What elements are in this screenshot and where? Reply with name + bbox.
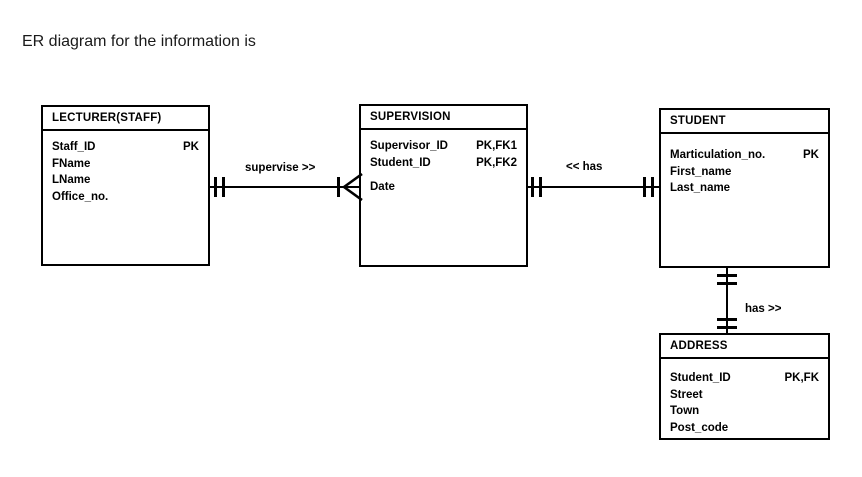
attribute-name: Supervisor_ID [370,140,448,152]
cardinality-one-mandatory-icon [717,282,737,285]
entity-lecturer-title: LECTURER(STAFF) [52,112,162,124]
attribute-name: Date [370,181,395,193]
cardinality-one-mandatory-icon [222,177,225,197]
relationship-has-student-label: << has [566,161,603,173]
attribute-name: First_name [670,165,732,178]
attribute-row: Student_ID PK,FK [670,370,819,387]
entity-supervision-attributes: Supervisor_ID PK,FK1 Student_ID PK,FK2 D… [361,130,526,196]
relationship-has-student-line [528,186,661,188]
attribute-name: Staff_ID [52,141,96,153]
attribute-name: Street [670,388,703,401]
attribute-key: PK [803,149,819,161]
entity-student[interactable]: STUDENT Marticulation_no. PK First_name … [659,108,830,268]
attribute-name: Post_code [670,421,729,434]
attribute-key: PK,FK [784,372,820,384]
entity-lecturer[interactable]: LECTURER(STAFF) Staff_ID PK FName LName … [41,105,210,266]
attribute-key: PK,FK2 [476,156,517,169]
attribute-row: First_name [670,164,819,181]
cardinality-one-mandatory-icon [214,177,217,197]
attribute-name: Student_ID [670,372,731,384]
cardinality-one-mandatory-icon [651,177,654,197]
entity-address-header: ADDRESS [661,335,828,359]
attribute-key: PK,FK1 [476,140,517,152]
entity-lecturer-header: LECTURER(STAFF) [43,107,208,131]
cardinality-one-mandatory-icon [717,274,737,277]
relationship-supervise-label: supervise >> [245,162,316,174]
attribute-row: LName [52,172,199,189]
attribute-key: PK [183,141,199,153]
attribute-row: Marticulation_no. PK [670,147,819,164]
attribute-row: Supervisor_ID PK,FK1 [370,138,517,155]
entity-student-title: STUDENT [670,115,726,127]
cardinality-one-icon [337,177,340,197]
attribute-row: Staff_ID PK [52,139,199,156]
attribute-name: Office_no. [52,190,109,203]
attribute-row: Town [670,403,819,420]
cardinality-one-mandatory-icon [643,177,646,197]
cardinality-one-mandatory-icon [717,326,737,329]
entity-address-title: ADDRESS [670,340,728,352]
attribute-row: Street [670,387,819,404]
attribute-row: Office_no. [52,189,199,206]
relationship-has-address-line [726,268,728,334]
cardinality-many-crowfoot-icon [342,173,363,201]
entity-address-attributes: Student_ID PK,FK Street Town Post_code [661,359,828,436]
entity-student-header: STUDENT [661,110,828,134]
relationship-supervise-line [210,186,360,188]
attribute-name: Last_name [670,182,731,194]
entity-lecturer-attributes: Staff_ID PK FName LName Office_no. [43,131,208,205]
attribute-name: FName [52,157,91,170]
entity-supervision[interactable]: SUPERVISION Supervisor_ID PK,FK1 Student… [359,104,528,267]
attribute-row-spacer [370,171,517,179]
attribute-row: Last_name [670,180,819,197]
attribute-name: Town [670,405,700,417]
attribute-row: FName [52,156,199,173]
attribute-name: Student_ID [370,156,431,169]
attribute-name: Marticulation_no. [670,149,766,161]
attribute-row: Post_code [670,420,819,437]
cardinality-one-mandatory-icon [531,177,534,197]
entity-address[interactable]: ADDRESS Student_ID PK,FK Street Town Pos… [659,333,830,440]
attribute-row: Student_ID PK,FK2 [370,155,517,172]
cardinality-one-mandatory-icon [539,177,542,197]
cardinality-one-mandatory-icon [717,318,737,321]
entity-student-attributes: Marticulation_no. PK First_name Last_nam… [661,134,828,197]
attribute-row: Date [370,179,517,196]
entity-supervision-header: SUPERVISION [361,106,526,130]
entity-supervision-title: SUPERVISION [370,111,451,123]
attribute-name: LName [52,174,91,186]
relationship-has-address-label: has >> [745,303,782,315]
page-title: ER diagram for the information is [22,33,256,50]
